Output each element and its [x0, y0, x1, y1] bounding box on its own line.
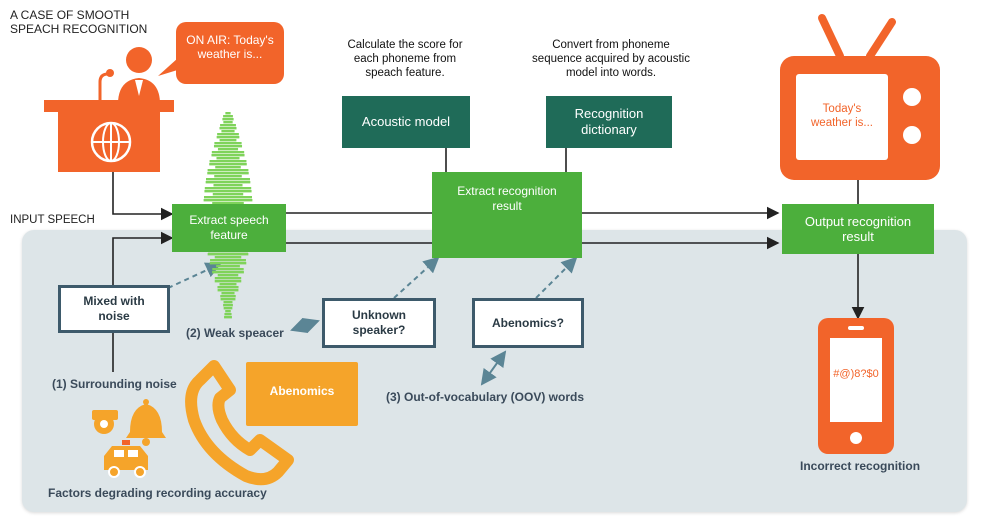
soundwave-bar: [213, 145, 243, 148]
soundwave-bar: [207, 169, 249, 172]
unknown-speaker-box[interactable]: Unknown speaker?: [322, 298, 436, 348]
soundwave-bar: [215, 166, 241, 169]
mixed-with-noise-box[interactable]: Mixed with noise: [58, 285, 170, 333]
recognition-dictionary-box[interactable]: Recognition dictionary: [546, 96, 672, 148]
weak-speaker-label: (2) Weak speacer: [186, 326, 284, 340]
output-recognition-result-box[interactable]: Output recognition result: [782, 204, 934, 254]
abenomics-question-box[interactable]: Abenomics?: [472, 298, 584, 348]
soundwave-bar: [211, 151, 245, 154]
soundwave-bar: [205, 181, 251, 184]
soundwave-bar: [219, 283, 237, 286]
soundwave-bar: [220, 295, 236, 298]
soundwave-bar: [203, 199, 253, 202]
soundwave-bar: [214, 277, 242, 280]
surrounding-noise-label: (1) Surrounding noise: [52, 377, 177, 391]
soundwave-bar: [207, 172, 249, 175]
soundwave-bar: [209, 262, 247, 265]
phone-speech-bubble: Abenomics: [246, 362, 358, 426]
soundwave-bar: [214, 280, 242, 283]
soundwave-bar: [221, 130, 235, 133]
soundwave-bar: [216, 136, 240, 139]
soundwave-bar: [212, 268, 244, 271]
soundwave-bar: [217, 133, 239, 136]
soundwave-bar: [220, 298, 236, 301]
soundwave-bar: [223, 121, 233, 124]
phone-screen-text: #@)8?$0: [833, 368, 879, 380]
tv-screen-text: Today's weather is...: [811, 103, 873, 129]
soundwave-bar: [223, 307, 233, 310]
soundwave-bar: [212, 193, 244, 196]
dictionary-description: Convert from phoneme sequence acquired b…: [532, 39, 690, 79]
soundwave-bar: [220, 124, 236, 127]
factors-label: Factors degrading recording accuracy: [48, 486, 267, 500]
soundwave-bar: [217, 289, 239, 292]
soundwave-bar: [224, 313, 232, 316]
soundwave-bar: [222, 118, 234, 121]
oov-label: (3) Out-of-vocabulary (OOV) words: [386, 390, 585, 404]
soundwave-bar: [225, 310, 231, 313]
soundwave-bar: [219, 127, 237, 130]
soundwave-bar: [204, 196, 252, 199]
soundwave-bar: [214, 256, 242, 259]
soundwave-bar: [225, 112, 231, 115]
extract-speech-feature-box[interactable]: Extract speech feature: [172, 204, 286, 252]
soundwave-bar: [209, 163, 247, 166]
extract-recognition-result-label: Extract recognition result: [457, 184, 557, 213]
soundwave-bar: [216, 265, 240, 268]
soundwave-bar: [204, 190, 252, 193]
soundwave-bar: [217, 274, 239, 277]
soundwave-bar: [216, 157, 240, 160]
soundwave-bar: [206, 178, 250, 181]
soundwave-bar: [211, 154, 245, 157]
soundwave-bar: [224, 316, 232, 319]
soundwave-bar: [204, 187, 252, 190]
acoustic-model-box[interactable]: Acoustic model: [342, 96, 470, 148]
extract-recognition-result-box[interactable]: Extract recognition result: [432, 172, 582, 258]
soundwave-bar: [217, 286, 239, 289]
on-air-speech-bubble: ON AIR: Today's weather is...: [176, 22, 284, 84]
soundwave-bar: [221, 292, 235, 295]
soundwave-bar: [212, 271, 244, 274]
acoustic-model-description: Calculate the score for each phoneme fro…: [347, 39, 463, 79]
soundwave-bar: [223, 115, 233, 118]
soundwave-bar: [213, 184, 243, 187]
incorrect-recognition-label: Incorrect recognition: [800, 459, 921, 473]
soundwave-bar: [207, 253, 249, 256]
on-air-text: ON AIR: Today's weather is...: [186, 33, 274, 61]
diagram-title: A CASE OF SMOOTH SPEACH RECOGNITION: [10, 8, 148, 36]
soundwave-bar: [210, 259, 246, 262]
soundwave-bar: [223, 301, 233, 304]
phone-bubble-text: Abenomics: [269, 384, 335, 398]
soundwave-bar: [209, 160, 247, 163]
soundwave-bar: [214, 142, 242, 145]
soundwave-bar: [214, 175, 242, 178]
soundwave-bar: [223, 304, 233, 307]
soundwave-bar: [212, 202, 244, 205]
soundwave-bar: [219, 139, 237, 142]
soundwave-bar: [217, 148, 239, 151]
input-speech-label: INPUT SPEECH: [10, 214, 95, 226]
